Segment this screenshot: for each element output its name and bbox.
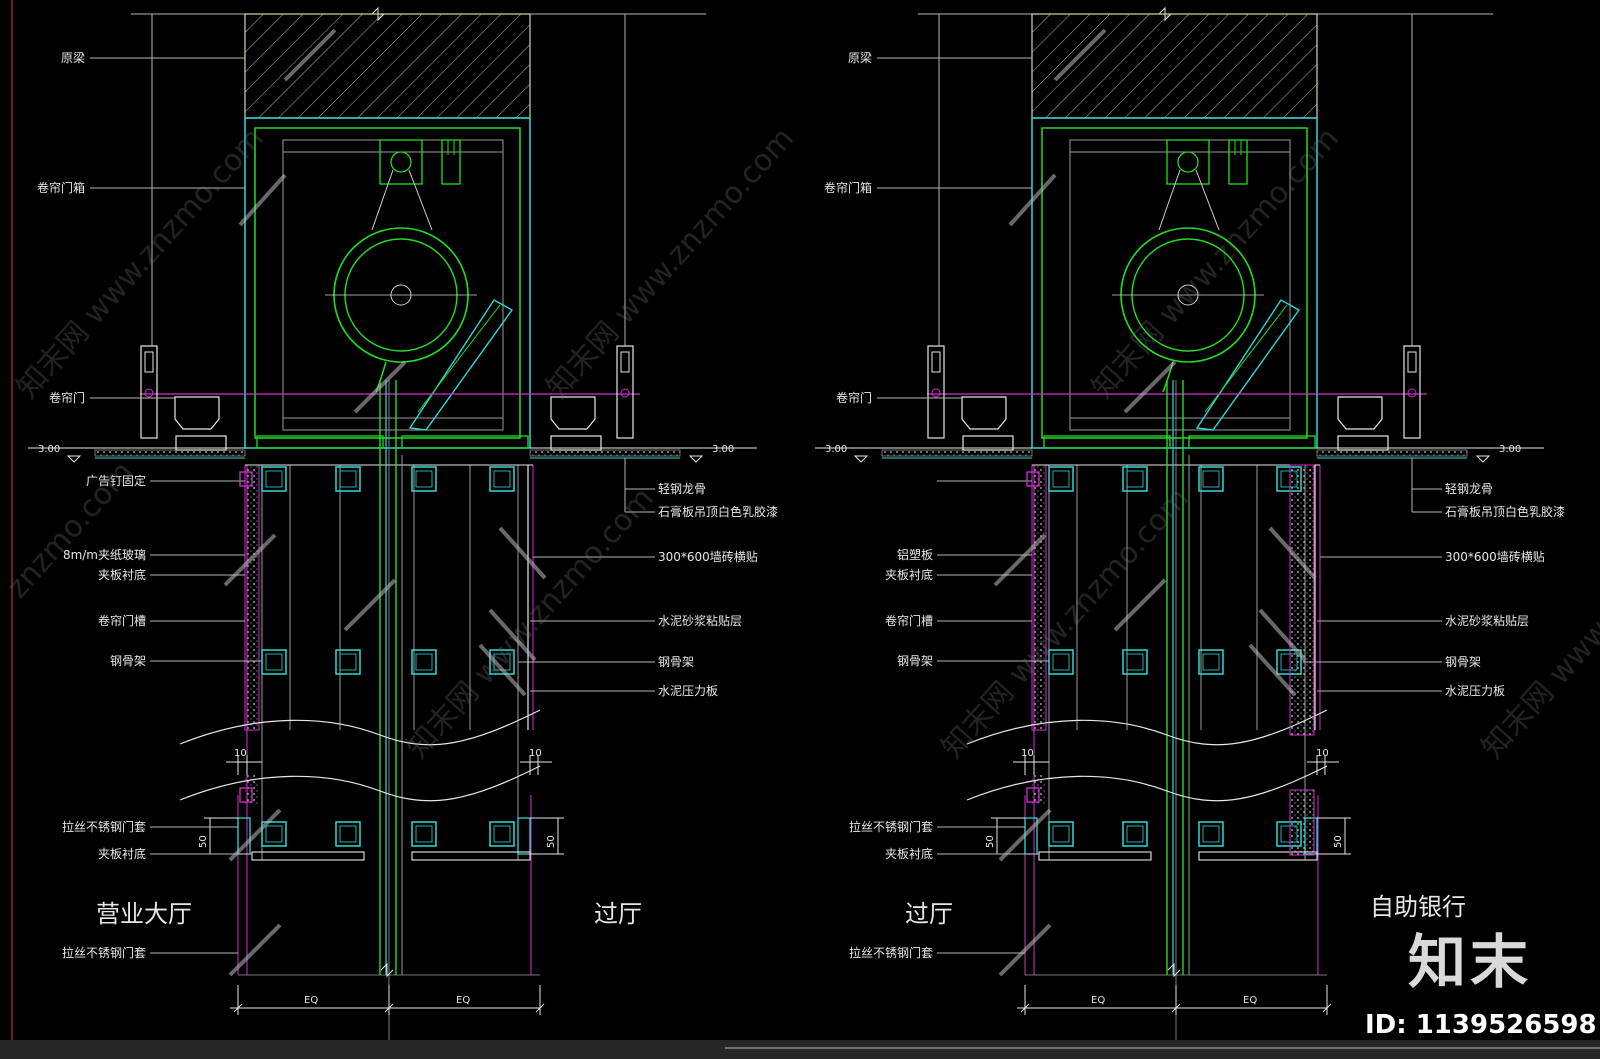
label-plywood-2: 夹板衬底 — [885, 846, 933, 861]
label-plywood-2: 夹板衬底 — [98, 846, 146, 861]
label-cement-board: 水泥压力板 — [1445, 684, 1505, 698]
dim-10-left: 10 — [1021, 748, 1034, 759]
label-door-trim: 拉丝不锈钢门套 — [62, 819, 146, 834]
bottom-bar — [0, 1040, 1600, 1059]
label-wall-tile: 300*600墙砖横贴 — [658, 549, 758, 564]
panel-1-labels: 原梁 卷帘门箱 卷帘门 广告钉固定 8m/m夹纸玻璃 夹板衬底 卷帘门槽 钢骨架… — [37, 50, 778, 1006]
label-cement-board: 水泥压力板 — [658, 684, 718, 698]
watermark-id: ID: 1139526598 — [1365, 1010, 1597, 1040]
dim-50-right: 50 — [1333, 835, 1344, 848]
label-mortar: 水泥砂浆粘贴层 — [658, 613, 742, 628]
label-steel-frame: 钢骨架 — [110, 654, 146, 668]
room-right: 自助银行 — [1370, 893, 1466, 921]
label-shutter-slot: 卷帘门槽 — [885, 613, 933, 628]
label-original-beam: 原梁 — [61, 50, 85, 65]
level-left: 3.00 — [825, 444, 847, 455]
dim-10-right: 10 — [529, 748, 542, 759]
dim-50-left: 50 — [198, 835, 209, 848]
shutter-box — [244, 117, 531, 449]
label-plywood: 夹板衬底 — [885, 567, 933, 582]
label-door-trim: 拉丝不锈钢门套 — [849, 819, 933, 834]
panel-detail-1 — [28, 6, 757, 1040]
label-aluminum-panel: 铝塑板 — [897, 547, 933, 562]
dim-eq-left: EQ — [1091, 995, 1105, 1006]
level-right: 3.00 — [712, 444, 734, 455]
label-shutter: 卷帘门 — [49, 390, 85, 405]
label-door-trim-2: 拉丝不锈钢门套 — [62, 945, 146, 960]
room-left: 过厅 — [905, 900, 953, 928]
label-original-beam: 原梁 — [848, 50, 872, 65]
room-right: 过厅 — [594, 900, 642, 928]
label-plywood: 夹板衬底 — [98, 567, 146, 582]
label-light-keel: 轻钢龙骨 — [658, 482, 706, 496]
insulation-strip — [1289, 464, 1315, 736]
dim-eq-left: EQ — [304, 995, 318, 1006]
label-steel-frame-r: 钢骨架 — [1445, 655, 1481, 669]
dim-eq-right: EQ — [1243, 995, 1257, 1006]
original-beam — [244, 13, 531, 119]
level-left: 3.00 — [38, 444, 60, 455]
label-gypsum-ceiling: 石膏板吊顶白色乳胶漆 — [658, 504, 778, 519]
label-glass: 8m/m夹纸玻璃 — [63, 548, 146, 562]
level-right: 3.00 — [1499, 444, 1521, 455]
label-shutter: 卷帘门 — [836, 390, 872, 405]
label-mortar: 水泥砂浆粘贴层 — [1445, 613, 1529, 628]
room-left: 营业大厅 — [96, 900, 192, 928]
label-wall-tile: 300*600墙砖横贴 — [1445, 549, 1545, 564]
dim-eq-right: EQ — [456, 995, 470, 1006]
label-shutter-box: 卷帘门箱 — [37, 180, 85, 195]
dim-50-right: 50 — [546, 835, 557, 848]
label-nail-fix: 广告钉固定 — [86, 473, 146, 488]
label-light-keel: 轻钢龙骨 — [1445, 482, 1493, 496]
dim-10-left: 10 — [234, 748, 247, 759]
label-steel-frame-r: 钢骨架 — [658, 655, 694, 669]
label-shutter-box: 卷帘门箱 — [824, 180, 872, 195]
label-gypsum-ceiling: 石膏板吊顶白色乳胶漆 — [1445, 504, 1565, 519]
watermark-logo: 知末 — [1408, 928, 1532, 996]
label-door-trim-2: 拉丝不锈钢门套 — [849, 945, 933, 960]
panel-2-labels: 原梁 卷帘门箱 卷帘门 铝塑板 夹板衬底 卷帘门槽 钢骨架 拉丝不锈钢门套 夹板… — [824, 50, 1565, 1006]
label-steel-frame: 钢骨架 — [897, 654, 933, 668]
label-shutter-slot: 卷帘门槽 — [98, 613, 146, 628]
dim-10-right: 10 — [1316, 748, 1329, 759]
dim-50-left: 50 — [985, 835, 996, 848]
